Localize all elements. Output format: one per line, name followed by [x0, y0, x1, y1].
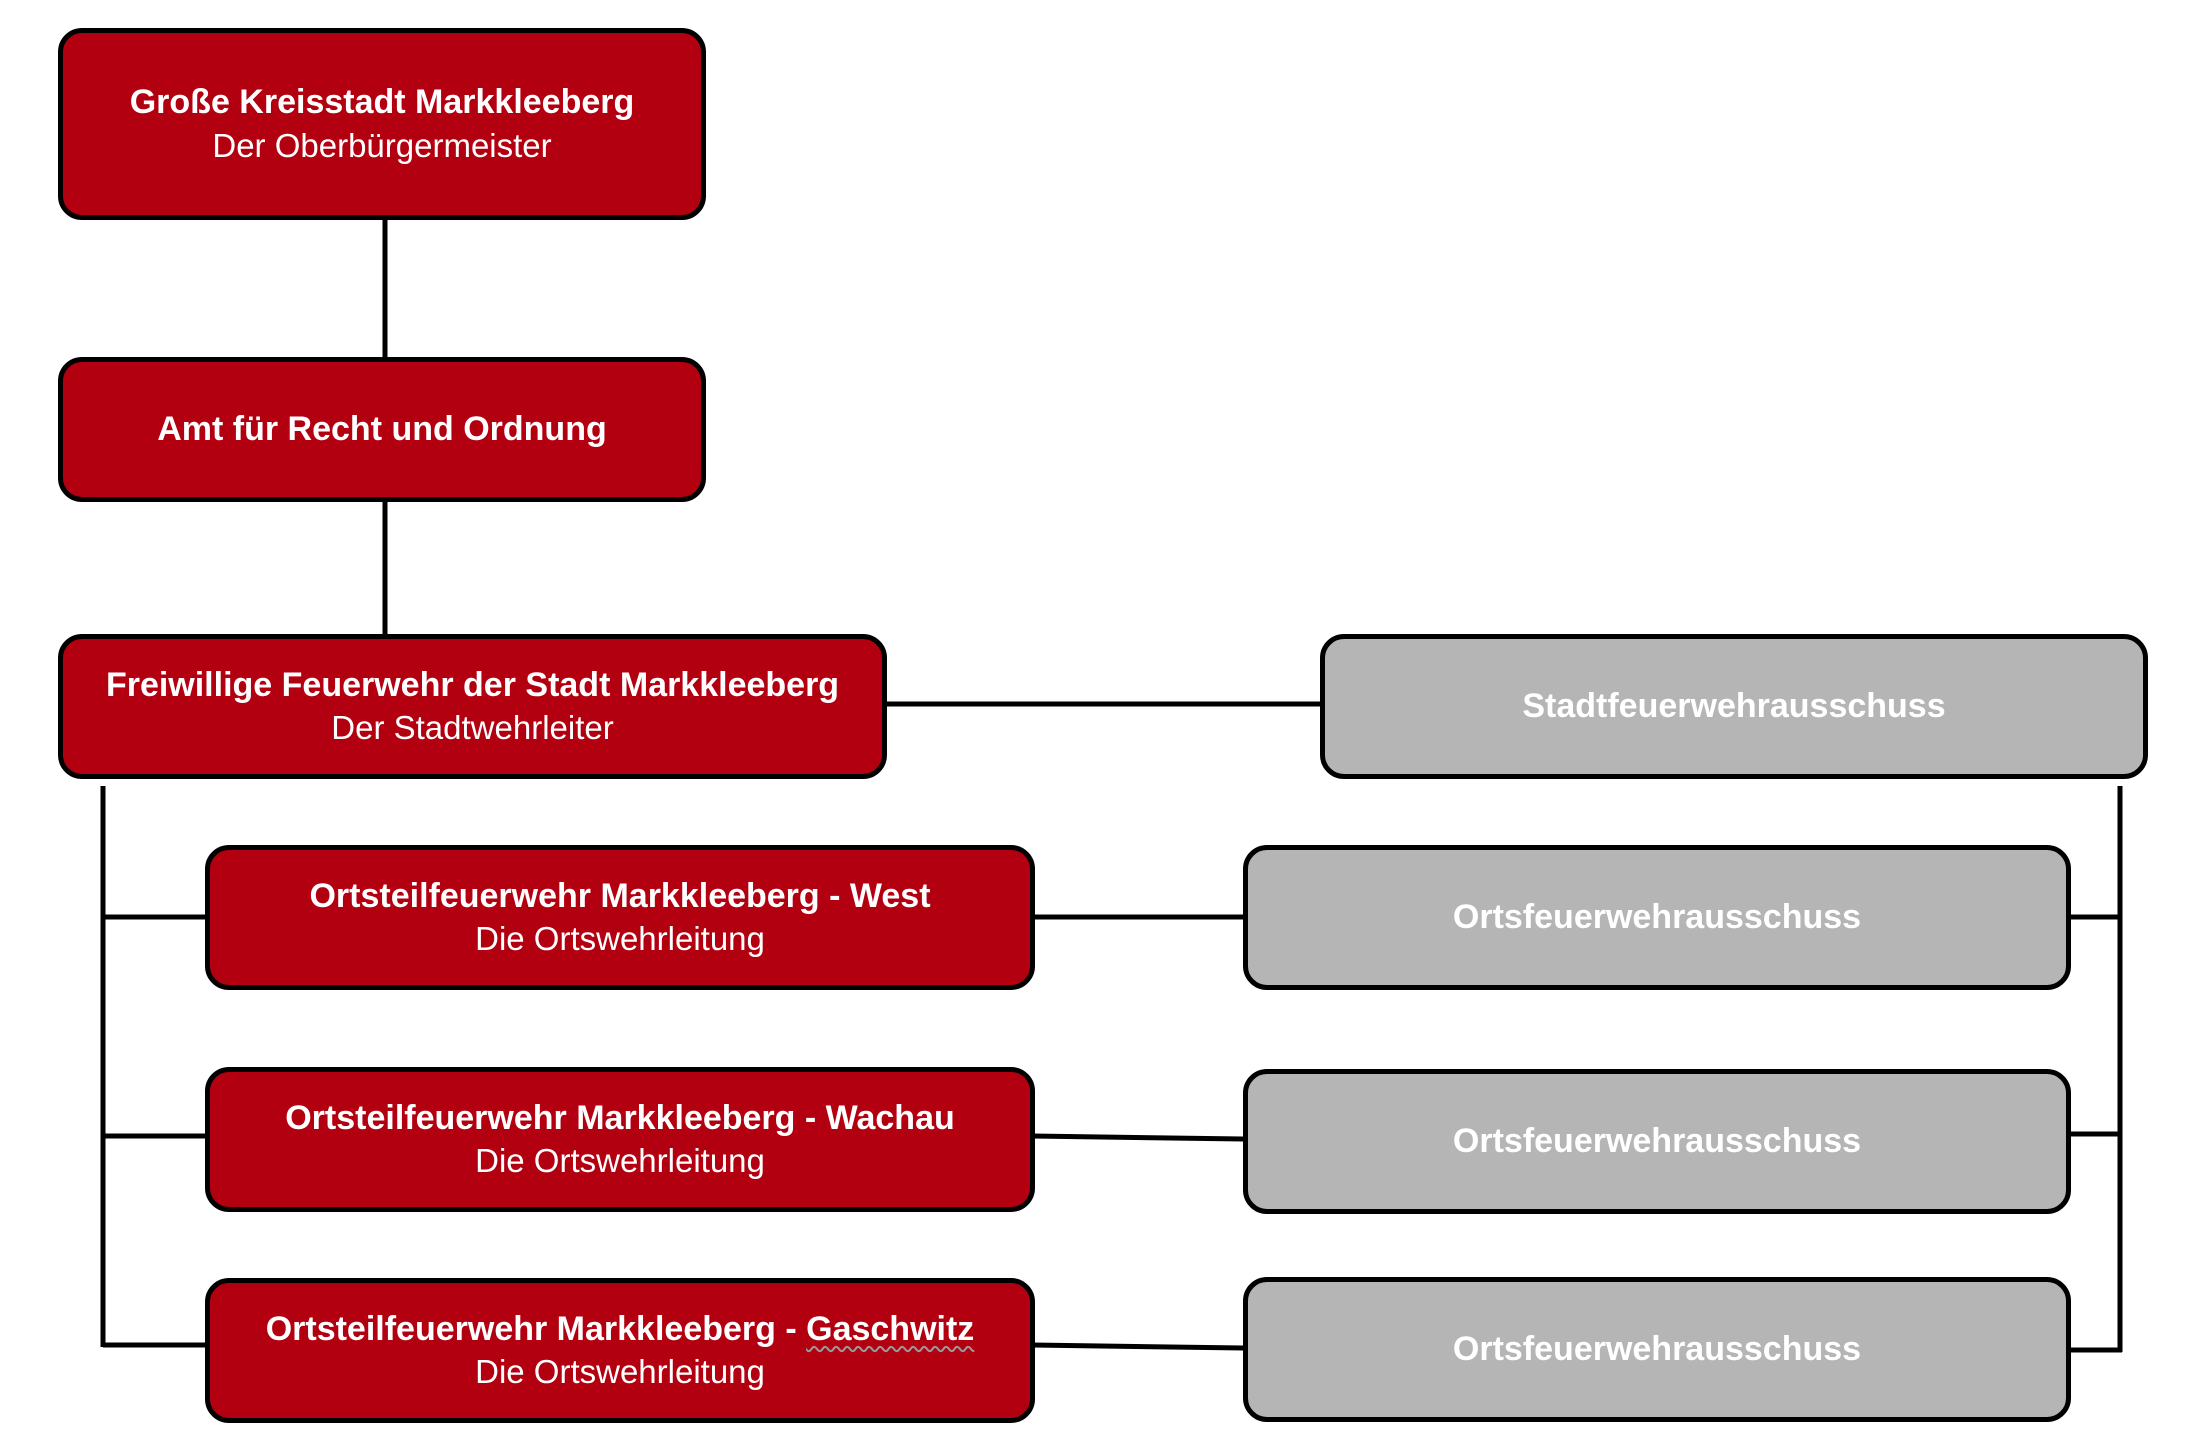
node-district-west: Ortsteilfeuerwehr Markkleeberg - West Di… [205, 845, 1035, 990]
connector-wachau-committee [1031, 1133, 1244, 1142]
node-office-title: Amt für Recht und Ordnung [157, 409, 607, 448]
node-district-gaschwitz-subtitle: Die Ortswehrleitung [475, 1353, 765, 1391]
node-district-west-subtitle: Die Ortswehrleitung [475, 920, 765, 958]
node-city-fire-dept-subtitle: Der Stadtwehrleiter [331, 709, 614, 747]
node-city-fire-dept: Freiwillige Feuerwehr der Stadt Markklee… [58, 634, 887, 779]
node-office: Amt für Recht und Ordnung [58, 357, 706, 502]
node-city-committee: Stadtfeuerwehrausschuss [1320, 634, 2148, 779]
node-city-fire-dept-title: Freiwillige Feuerwehr der Stadt Markklee… [105, 665, 840, 704]
node-mayor: Große Kreisstadt Markkleeberg Der Oberbü… [58, 28, 706, 220]
node-committee-wachau: Ortsfeuerwehrausschuss [1243, 1069, 2071, 1214]
node-committee-west-title: Ortsfeuerwehrausschuss [1452, 897, 1862, 936]
node-district-wachau: Ortsteilfeuerwehr Markkleeberg - Wachau … [205, 1067, 1035, 1212]
node-district-gaschwitz-title-prefix: Ortsteilfeuerwehr Markkleeberg - [265, 1309, 807, 1348]
node-committee-gaschwitz-title: Ortsfeuerwehrausschuss [1452, 1329, 1862, 1368]
node-district-wachau-subtitle: Die Ortswehrleitung [475, 1142, 765, 1180]
node-mayor-title: Große Kreisstadt Markkleeberg [129, 83, 635, 122]
node-district-gaschwitz-title: Ortsteilfeuerwehr Markkleeberg - Gaschwi… [266, 1308, 975, 1352]
node-committee-wachau-title: Ortsfeuerwehrausschuss [1452, 1121, 1862, 1160]
node-district-west-title: Ortsteilfeuerwehr Markkleeberg - West [309, 876, 931, 915]
node-committee-west: Ortsfeuerwehrausschuss [1243, 845, 2071, 990]
node-district-gaschwitz: Ortsteilfeuerwehr Markkleeberg - Gaschwi… [205, 1278, 1035, 1423]
node-committee-gaschwitz: Ortsfeuerwehrausschuss [1243, 1277, 2071, 1422]
node-district-gaschwitz-title-name: Gaschwitz [806, 1309, 975, 1348]
node-district-wachau-title: Ortsteilfeuerwehr Markkleeberg - Wachau [285, 1098, 955, 1137]
node-city-committee-title: Stadtfeuerwehrausschuss [1522, 686, 1946, 725]
connector-gaschwitz-committee [1031, 1342, 1244, 1351]
node-mayor-subtitle: Der Oberbürgermeister [212, 126, 552, 164]
